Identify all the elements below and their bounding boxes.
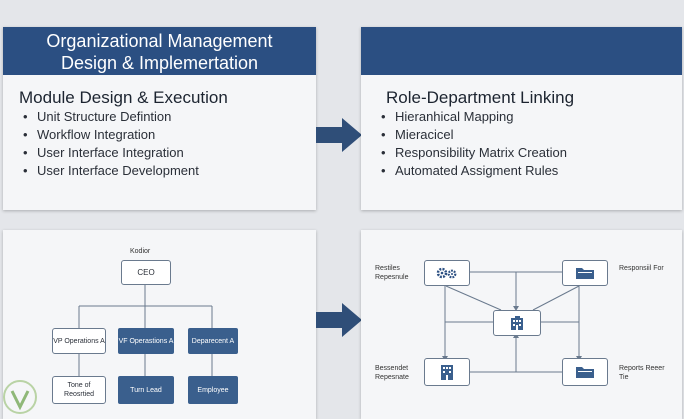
employee-node: Employee: [188, 376, 238, 404]
linking-label-top-left: Restiles Repesnule: [375, 265, 409, 281]
banner-line-1: Organizational Management: [46, 31, 273, 51]
banner-line-2: Design & Implemertation: [60, 53, 259, 73]
watermark-logo: [3, 380, 37, 414]
team-lead-node: Turn Lead: [118, 376, 174, 404]
department-node: Deparecent A: [188, 328, 238, 354]
org-chart-panel: Kodior CEO VP Operations A VF Operastion…: [3, 230, 316, 419]
ceo-node: CEO: [121, 260, 171, 285]
linking-label-bottom-right: Reports Reeer Tie: [619, 365, 665, 381]
folder-icon: [576, 268, 594, 279]
module-design-panel: Organizational Management Design & Imple…: [3, 27, 316, 210]
building-icon: [511, 316, 523, 330]
role-linking-panel: Role-Department Linking Hieranhical Mapp…: [361, 27, 682, 210]
vp-operations-node: VF Operastions A: [118, 328, 174, 354]
title-banner: Organizational Management Design & Imple…: [3, 27, 316, 75]
team-node: Tone of Reosrtied: [52, 376, 106, 404]
bullet-item: User Interface Development: [23, 162, 199, 180]
org-chart-connectors: [78, 285, 213, 376]
gears-node: [424, 260, 470, 286]
right-arrow-icon: [316, 118, 362, 152]
gears-icon: [436, 267, 457, 279]
bullet-item: User Interface Integration: [23, 144, 199, 162]
building-icon: [441, 365, 453, 380]
role-linking-bullets: Hieranhical Mapping Mieracicel Responsib…: [381, 108, 567, 180]
linking-label-bottom-left: Bessendet Repesnate: [375, 365, 409, 381]
building-node: [493, 310, 541, 336]
org-chart-caption: Kodior: [130, 248, 151, 255]
bullet-item: Automated Assigment Rules: [381, 162, 567, 180]
bullet-item: Unit Structure Defintion: [23, 108, 199, 126]
right-arrow-icon: [316, 303, 362, 337]
bullet-item: Hieranhical Mapping: [381, 108, 567, 126]
blank-banner: [361, 27, 682, 75]
bullet-item: Workflow Integration: [23, 126, 199, 144]
folder-node: [562, 260, 608, 286]
linking-label-top-right: Responsiil For: [619, 265, 664, 272]
bullet-item: Responsibility Matrix Creation: [381, 144, 567, 162]
building-node: [424, 358, 470, 386]
linking-diagram-panel: Restiles Repesnule Responsiil For Bessen…: [361, 230, 682, 419]
module-design-title: Module Design & Execution: [19, 88, 228, 107]
role-linking-title: Role-Department Linking: [386, 88, 575, 107]
folder-icon: [576, 367, 594, 378]
bullet-item: Mieracicel: [381, 126, 567, 144]
vp-node: VP Operations A: [52, 328, 106, 354]
folder-node: [562, 358, 608, 386]
module-design-bullets: Unit Structure Defintion Workflow Integr…: [23, 108, 199, 180]
